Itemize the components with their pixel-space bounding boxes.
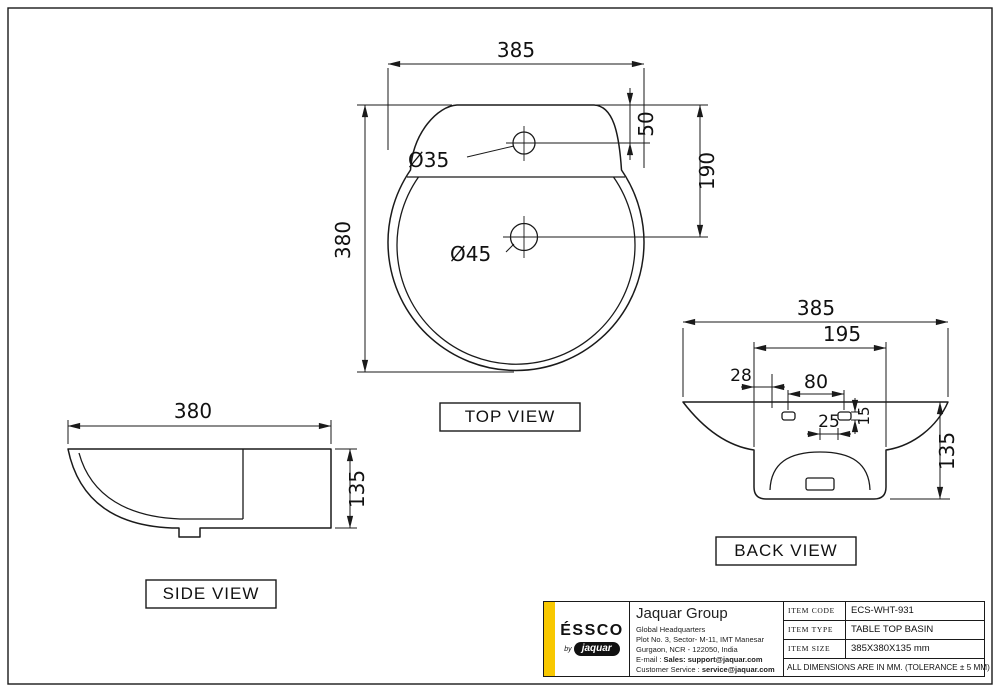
- service-label: Customer Service :: [636, 664, 700, 674]
- fixing-hole-right: [837, 411, 852, 421]
- sales-label: Sales:: [663, 654, 686, 664]
- drain-slot: [805, 477, 835, 491]
- back-view-dimensions: 385 195 28 80 25 15 135: [682, 296, 959, 500]
- company-info: Jaquar Group Global Headquarters Plot No…: [630, 602, 784, 676]
- sheet-border: [7, 7, 993, 685]
- sales-email: support@jaquar.com: [687, 654, 763, 664]
- top-view-label: TOP VIEW: [439, 402, 581, 432]
- dim-sideview-width: 380: [174, 399, 212, 423]
- back-view-outline: [682, 401, 949, 500]
- item-type-label: ITEM TYPE: [784, 621, 846, 639]
- essco-logo-text: ÉSSCO: [560, 622, 624, 639]
- tolerance-note: ALL DIMENSIONS ARE IN MM. (TOLERANCE ± 5…: [787, 663, 990, 672]
- logo-accent-bar: [544, 602, 555, 676]
- dim-topview-width: 385: [497, 38, 535, 62]
- item-size-value: 385X380X135 mm: [851, 643, 930, 654]
- item-table: ITEM CODE ECS-WHT-931 ITEM TYPE TABLE TO…: [784, 602, 990, 676]
- dim-backview-offset: 28: [730, 366, 752, 386]
- email-label: E-mail :: [636, 654, 662, 664]
- label-drain-hole-dia: Ø45: [450, 242, 491, 266]
- dim-drain-offset: 190: [695, 152, 719, 190]
- item-code-label: ITEM CODE: [784, 602, 846, 620]
- row-item-size: ITEM SIZE 385X380X135 mm: [784, 640, 984, 659]
- email-line: E-mail : Sales: support@jaquar.com: [636, 655, 779, 665]
- dim-backview-plate: 195: [823, 322, 861, 346]
- item-type-value: TABLE TOP BASIN: [851, 624, 934, 635]
- jaquar-logo-text: jaquar: [573, 642, 620, 656]
- service-line: Customer Service : service@jaquar.com: [636, 665, 779, 675]
- top-view-outline: [387, 104, 645, 372]
- row-item-type: ITEM TYPE TABLE TOP BASIN: [784, 621, 984, 640]
- dim-backview-width: 385: [797, 296, 835, 320]
- dim-sideview-height: 135: [345, 470, 369, 508]
- company-name: Jaquar Group: [636, 605, 728, 622]
- dim-backview-small: 25: [818, 412, 840, 432]
- label-tap-hole-dia: Ø35: [408, 148, 449, 172]
- address-line-2: Plot No. 3, Sector- M-11, IMT Manesar: [636, 634, 765, 644]
- dim-topview-depth: 380: [331, 221, 355, 259]
- top-view-label-text: TOP VIEW: [465, 407, 556, 426]
- top-view-centerlines: [503, 126, 545, 258]
- logo-by-text: by: [564, 645, 572, 653]
- item-size-label: ITEM SIZE: [784, 640, 846, 658]
- item-code-value: ECS-WHT-931: [851, 605, 914, 616]
- back-view-label-text: BACK VIEW: [734, 541, 837, 560]
- address-line-3: Gurgaon, NCR - 122050, India: [636, 644, 738, 654]
- back-view-label: BACK VIEW: [715, 536, 857, 566]
- address-line-1: Global Headquarters: [636, 625, 706, 634]
- side-view-dimensions: 380 135: [67, 399, 369, 529]
- dim-backview-hole-height: 15: [855, 406, 873, 425]
- essco-logo: ÉSSCO by jaquar: [544, 602, 630, 676]
- side-view-label-text: SIDE VIEW: [163, 584, 260, 603]
- top-view-dimensions: 385 380 50 190 Ø35 Ø45: [331, 38, 719, 373]
- fixing-hole-left: [781, 411, 796, 421]
- row-item-code: ITEM CODE ECS-WHT-931: [784, 602, 984, 621]
- dim-tap-offset: 50: [634, 111, 658, 136]
- service-email: service@jaquar.com: [701, 664, 775, 674]
- side-view-outline: [67, 448, 332, 538]
- title-block: ÉSSCO by jaquar Jaquar Group Global Head…: [543, 601, 990, 677]
- side-view-label: SIDE VIEW: [145, 579, 277, 609]
- dim-backview-hole-spacing: 80: [804, 371, 828, 393]
- dim-backview-height: 135: [935, 432, 959, 470]
